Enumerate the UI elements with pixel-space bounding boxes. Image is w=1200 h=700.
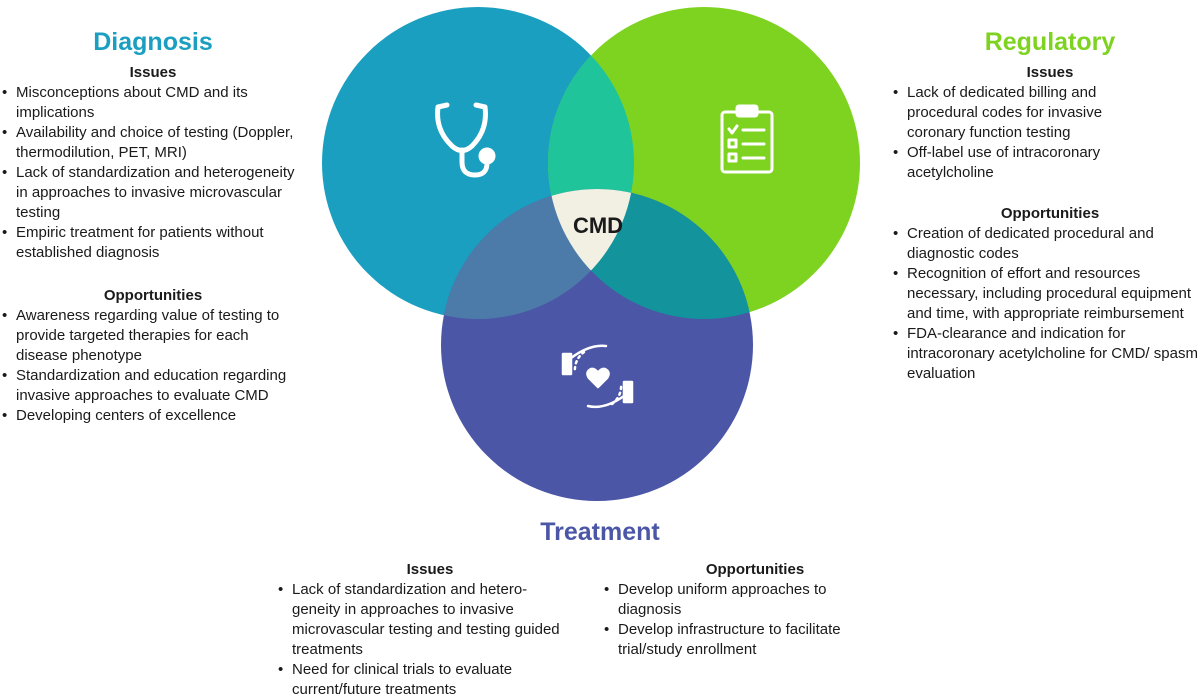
hands-heart-icon	[561, 344, 634, 409]
regulatory-issues-heading: Issues	[1026, 64, 1074, 81]
diagnosis-opportunities-heading: Opportunities	[103, 287, 203, 304]
diagnosis-opportunities-list: Awareness regarding value of testing to …	[2, 306, 302, 426]
list-item: Develop uniform approaches to diagnosis	[604, 580, 889, 620]
list-item: FDA-clearance and indication for intraco…	[893, 324, 1198, 384]
regulatory-issues-list: Lack of dedicated billing and procedural…	[893, 83, 1153, 183]
center-label: CMD	[573, 213, 623, 238]
list-item: Developing centers of excellence	[2, 406, 302, 426]
list-item: Need for clinical trials to evaluate cur…	[278, 660, 573, 700]
list-item: Creation of dedicated procedural and dia…	[893, 224, 1198, 264]
list-item: Lack of standardization and hetero-genei…	[278, 580, 573, 660]
clipboard-checklist-icon	[720, 104, 774, 174]
regulatory-opportunities-heading: Opportunities	[1000, 205, 1100, 222]
list-item: Lack of standardization and heterogeneit…	[2, 163, 302, 223]
list-item: Misconceptions about CMD and its implica…	[2, 83, 302, 123]
treatment-issues-heading: Issues	[406, 561, 454, 578]
stethoscope-icon	[435, 102, 496, 178]
list-item: Lack of dedicated billing and procedural…	[893, 83, 1153, 143]
diagnosis-issues-list: Misconceptions about CMD and its implica…	[2, 83, 302, 263]
list-item: Develop infrastructure to facilitate tri…	[604, 620, 889, 660]
diagnosis-treatment-overlap	[441, 189, 634, 319]
list-item: Standardization and education regarding …	[2, 366, 302, 406]
regulatory-title: Regulatory	[984, 28, 1116, 56]
diagnosis-issues-heading: Issues	[129, 64, 177, 81]
list-item: Off-label use of intracoronary acetylcho…	[893, 143, 1153, 183]
treatment-opportunities-list: Develop uniform approaches to diagnosisD…	[604, 580, 889, 660]
regulatory-treatment-overlap	[548, 189, 753, 319]
list-item: Awareness regarding value of testing to …	[2, 306, 302, 366]
list-item: Recognition of effort and resources nece…	[893, 264, 1198, 324]
list-item: Availability and choice of testing (Dopp…	[2, 123, 302, 163]
diagnosis-title: Diagnosis	[93, 28, 213, 56]
regulatory-opportunities-list: Creation of dedicated procedural and dia…	[893, 224, 1198, 384]
treatment-title: Treatment	[540, 518, 660, 546]
treatment-opportunities-heading: Opportunities	[705, 561, 805, 578]
list-item: Empiric treatment for patients without e…	[2, 223, 302, 263]
treatment-issues-list: Lack of standardization and hetero-genei…	[278, 580, 573, 700]
